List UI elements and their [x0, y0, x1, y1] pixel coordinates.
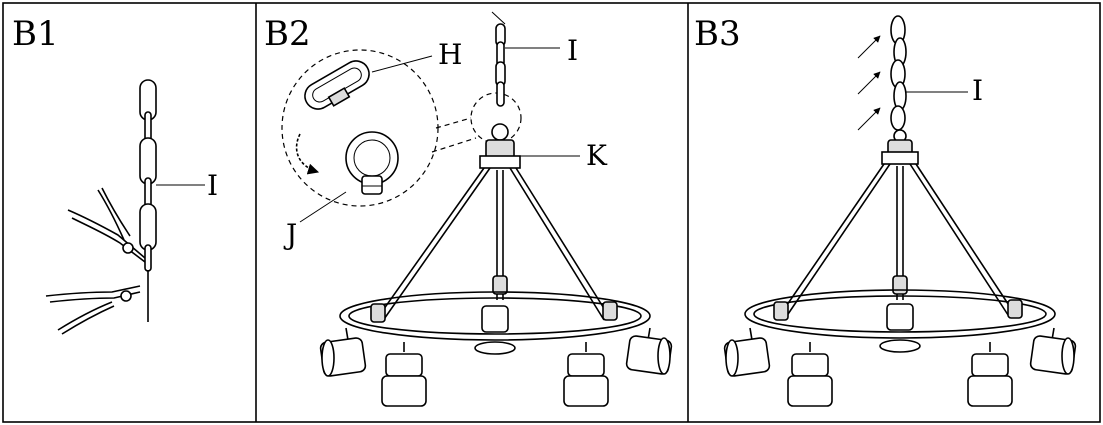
panel-label-b2: B2 — [264, 14, 311, 54]
panel-label-b3: B3 — [694, 14, 741, 54]
callout-h: H — [438, 38, 462, 71]
detail-magnifier — [281, 49, 522, 223]
chain — [491, 11, 509, 141]
spotlight — [967, 342, 1013, 407]
pliers-lower — [45, 285, 141, 335]
chandelier — [319, 139, 673, 407]
spotlight — [1029, 327, 1077, 375]
spotlight — [381, 342, 427, 407]
spotlight — [319, 327, 367, 377]
spotlight — [723, 327, 771, 377]
pliers-upper — [67, 187, 146, 263]
panel-b1: B1 I — [12, 14, 218, 335]
callout-k: K — [586, 139, 608, 172]
panel-b3: B3 I — [694, 14, 1077, 407]
callout-j: J — [283, 218, 297, 251]
callout-i-b2: I — [567, 34, 578, 67]
chain — [890, 15, 907, 143]
callout-i-b1: I — [207, 169, 218, 202]
panel-b2: B2 H J — [264, 11, 673, 407]
chandelier — [723, 139, 1077, 407]
spotlight — [625, 327, 673, 375]
panel-label-b1: B1 — [12, 14, 59, 54]
lift-arrows — [857, 35, 881, 131]
callout-i-b3: I — [972, 74, 983, 107]
spotlight — [563, 342, 609, 407]
spotlight — [787, 342, 833, 407]
chain — [139, 79, 157, 322]
